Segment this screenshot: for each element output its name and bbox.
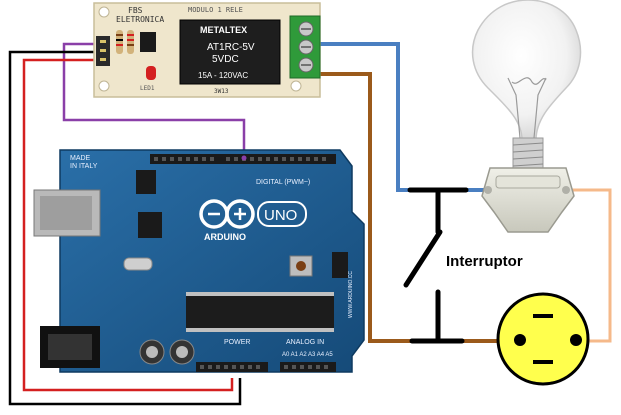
- icsp-header: [136, 170, 156, 194]
- lamp-holder-ring: [495, 175, 561, 189]
- socket-slot-bottom: [533, 360, 553, 364]
- analog-label: ANALOG IN: [286, 339, 324, 346]
- relay-brand-line2: ELETRONICA: [116, 15, 164, 24]
- atmega-chip: [186, 296, 334, 328]
- relay-led: [146, 66, 156, 80]
- wire-red: [22, 58, 234, 392]
- relay-transistor: [140, 32, 156, 52]
- socket-hole-left: [514, 334, 526, 346]
- relay-label-voltage: 5VDC: [212, 54, 239, 65]
- lamp-terminal-right: [562, 186, 570, 194]
- mounting-hole: [98, 80, 110, 92]
- mounting-hole: [98, 6, 110, 18]
- relay-label-model: AT1RC-5V: [207, 42, 255, 53]
- arduino-board: MADE IN ITALY DIGITAL (PWM~): [33, 149, 365, 373]
- switch-label: Interruptor: [446, 253, 523, 270]
- uno-badge: [257, 201, 307, 227]
- switch: Interruptor: [403, 187, 523, 344]
- socket-slot-top: [533, 314, 553, 318]
- usb-chip: [138, 212, 162, 238]
- wire-black: [8, 50, 242, 406]
- crystal: [123, 257, 153, 271]
- arduino-made-in-1: MADE: [70, 155, 91, 162]
- bulb-thread-lines: [512, 142, 544, 167]
- power-label: POWER: [224, 339, 250, 346]
- socket-hole-right: [570, 334, 582, 346]
- bulb-filament: [507, 77, 547, 139]
- icsp-header-right: [332, 252, 348, 278]
- relay-resistors: [116, 30, 134, 54]
- relay-led-label: LED1: [140, 85, 155, 92]
- wire-peach: [566, 188, 612, 343]
- socket-body: [496, 292, 590, 386]
- switch-lever: [403, 229, 443, 288]
- mounting-hole: [290, 80, 302, 92]
- relay-label-brand: METALTEX: [200, 25, 247, 35]
- relay-code: 3W13: [214, 88, 229, 95]
- analog-pins-label: A0 A1 A2 A3 A4 A5: [282, 352, 333, 358]
- relay-label-rating: 15A - 120VAC: [198, 71, 248, 80]
- bottom-header-pins: [200, 365, 328, 369]
- relay-body: [179, 19, 281, 85]
- light-bulb: [471, 0, 582, 233]
- bulb-glass: [471, 0, 582, 141]
- arduino-site: WWW.ARDUINO.CC: [348, 271, 354, 318]
- wire-purple: [62, 42, 246, 158]
- relay-module-title: MODULO 1 RELE: [188, 6, 243, 14]
- lamp-terminal-left: [484, 186, 492, 194]
- arduino-brand: ARDUINO: [204, 232, 246, 242]
- arduino-model: UNO: [264, 207, 297, 224]
- arduino-logo: [199, 199, 255, 229]
- digital-label: DIGITAL (PWM~): [256, 179, 310, 186]
- wall-socket: [496, 292, 590, 386]
- relay-brand-line1: FBS: [128, 6, 143, 15]
- relay-header-pin-marks: [100, 40, 106, 61]
- capacitors: [139, 339, 195, 365]
- relay-module: FBS ELETRONICA MODULO 1 RELE LED1 METALT…: [93, 2, 321, 98]
- arduino-made-in-2: IN ITALY: [70, 163, 98, 170]
- wire-purple-endpoint: [241, 155, 247, 161]
